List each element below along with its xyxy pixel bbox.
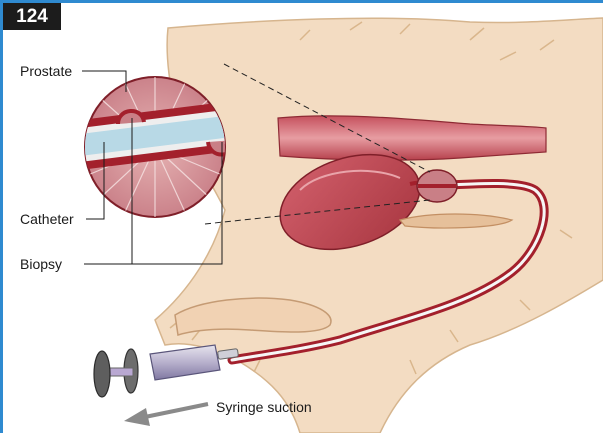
suction-arrow [124, 404, 208, 426]
inset-biopsy-upper [118, 111, 144, 124]
syringe-plunger-thumb [94, 351, 110, 397]
biopsy-label: Biopsy [20, 256, 62, 272]
syringe-suction-label: Syringe suction [216, 399, 312, 415]
syringe-barrel [150, 345, 220, 380]
syringe [94, 345, 238, 397]
prostate-label: Prostate [20, 63, 72, 79]
catheter-label: Catheter [20, 211, 74, 227]
figure-number: 124 [3, 3, 61, 30]
